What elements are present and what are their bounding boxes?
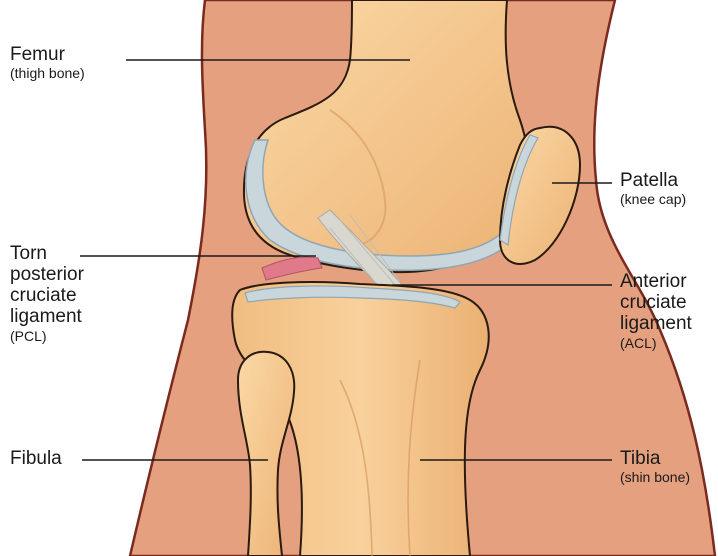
- patella-label-main: Patella: [620, 170, 686, 191]
- acl-label: Anterior cruciate ligament (ACL): [620, 272, 692, 351]
- femur-label: Femur (thigh bone): [10, 44, 85, 82]
- tibia-label: Tibia (shin bone): [620, 448, 690, 486]
- femur-label-sub: (thigh bone): [10, 66, 85, 82]
- tibia-label-main: Tibia: [620, 448, 690, 469]
- fibula-label: Fibula: [10, 448, 62, 469]
- pcl-label-sub: (PCL): [10, 329, 84, 345]
- fibula-label-main: Fibula: [10, 448, 62, 469]
- pcl-label-main: Torn posterior cruciate ligament: [10, 244, 84, 328]
- pcl-label: Torn posterior cruciate ligament (PCL): [10, 244, 84, 344]
- tibia-label-sub: (shin bone): [620, 470, 690, 486]
- patella-label: Patella (knee cap): [620, 170, 686, 208]
- patella-label-sub: (knee cap): [620, 192, 686, 208]
- acl-label-main: Anterior cruciate ligament: [620, 272, 692, 335]
- acl-label-sub: (ACL): [620, 336, 692, 352]
- femur-label-main: Femur: [10, 44, 85, 65]
